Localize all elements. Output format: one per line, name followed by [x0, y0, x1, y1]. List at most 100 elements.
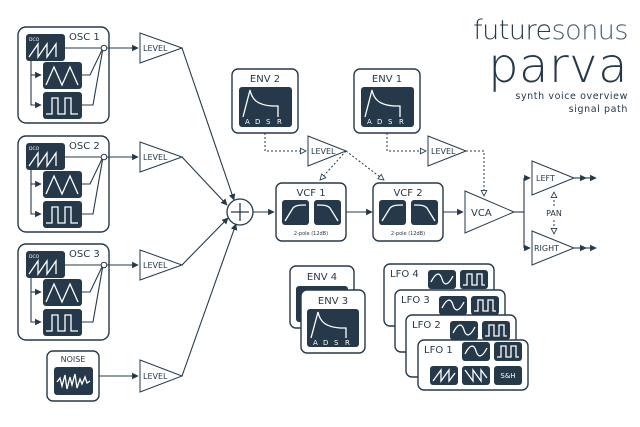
brand-future: future: [473, 15, 552, 46]
release-label: R: [399, 118, 404, 126]
square-wave-icon: [497, 345, 519, 358]
attack-label: A: [313, 339, 318, 347]
saw-wave-icon: [28, 258, 57, 277]
env-2-label: ENV 2: [250, 74, 280, 85]
triangle-wave-icon: [45, 174, 79, 196]
brand-block: futuresonus parva synth voice overview s…: [473, 16, 628, 116]
pulse-wave-icon: [46, 206, 78, 224]
level-label: LEVEL: [143, 372, 168, 381]
vcf-1-label: VCF 1: [296, 188, 325, 199]
pulse-wave-icon: [46, 97, 78, 115]
vcf-2-spec: 2-pole (12dB): [391, 231, 425, 237]
env-2-level-amp: LEVEL: [307, 135, 348, 167]
square-wave-icon: [485, 324, 507, 337]
decay-label: D: [323, 339, 328, 347]
sustain-label: S: [266, 118, 271, 126]
saw-wave-tile: [26, 34, 65, 61]
sustain-label: S: [334, 339, 339, 347]
pulse-wave-tile: [43, 92, 82, 119]
lowpass-tile: [314, 200, 341, 225]
osc-2-label: OSC 2: [69, 141, 100, 152]
pulse-wave-tile: [43, 309, 82, 336]
sample-hold-tile: [494, 366, 522, 385]
release-label: R: [345, 339, 350, 347]
subtitle-2: signal path: [568, 104, 628, 115]
subtitle-1: synth voice overview: [515, 91, 628, 102]
brand-sonus: sonus: [551, 15, 629, 46]
saw-wave-icon: [28, 41, 57, 60]
level-amp-noise: LEVEL: [139, 359, 184, 393]
triangle-wave-icon: [45, 65, 79, 87]
sine-wave-icon: [452, 324, 476, 336]
env-4-label: ENV 4: [307, 272, 337, 283]
attack-label: A: [245, 118, 250, 126]
adsr-curve-icon: [310, 311, 347, 339]
sustain-label: S: [388, 118, 393, 126]
sample-hold-label: S&H: [500, 372, 515, 380]
lowpass-icon: [316, 204, 339, 222]
attack-label: A: [367, 118, 372, 126]
left-output-amp: LEFT: [531, 160, 576, 196]
highpass-tile: [282, 200, 309, 225]
osc-1-mix-node: [100, 44, 108, 52]
release-label: R: [277, 118, 282, 126]
lowpass-icon: [413, 204, 436, 222]
pan-label: PAN: [546, 209, 562, 218]
osc-2-block: DCO OSC 2: [17, 135, 110, 233]
osc-1-block: DCO OSC 1: [17, 26, 110, 124]
decay-label: D: [255, 118, 260, 126]
noise-wave-icon: [56, 373, 91, 390]
adsr-curve-icon: [242, 89, 279, 118]
mixer-sum-node: [226, 198, 254, 226]
env-2-block: ENV 2 A D S R: [231, 68, 299, 134]
lowpass-tile: [411, 200, 438, 225]
level-label: LEVEL: [143, 261, 168, 270]
osc-3-block: DCO OSC 3: [17, 243, 110, 341]
square-wave-icon: [474, 299, 496, 312]
highpass-icon: [381, 204, 404, 222]
vca-label: VCA: [471, 208, 492, 219]
saw-wave-icon: [28, 150, 57, 169]
noise-label: NOISE: [61, 355, 86, 364]
vca-amp: VCA: [464, 190, 516, 234]
highpass-icon: [284, 204, 307, 222]
saw-wave-tile: [26, 143, 65, 170]
highpass-tile: [379, 200, 406, 225]
pulse-wave-icon: [46, 314, 78, 332]
saw-wave-tile: [26, 251, 65, 278]
vcf-2-label: VCF 2: [393, 188, 422, 199]
level-label: LEVEL: [143, 153, 168, 162]
right-label: RIGHT: [534, 244, 559, 253]
osc-2-mix-node: [100, 153, 108, 161]
level-amp-osc-1: LEVEL: [139, 32, 184, 64]
sine-wave-icon: [464, 345, 488, 357]
env-1-level-amp: LEVEL: [427, 135, 468, 167]
saw-up-wave-icon: [432, 368, 456, 383]
osc-1-label: OSC 1: [69, 32, 100, 43]
adsr-curve-icon: [364, 89, 401, 118]
vcf-1-spec: 2-pole (12dB): [294, 231, 328, 237]
right-output-amp: RIGHT: [531, 230, 576, 266]
dco-badge: DCO: [29, 37, 40, 43]
dco-badge: DCO: [29, 254, 40, 260]
brand-product: parva: [488, 38, 628, 94]
osc-3-label: OSC 3: [69, 249, 100, 260]
env-3-block: ENV 3 A D S R: [300, 289, 366, 354]
level-amp-osc-3: LEVEL: [139, 249, 184, 281]
level-label: LEVEL: [311, 147, 336, 156]
env-1-label: ENV 1: [372, 74, 402, 85]
noise-block: NOISE: [46, 350, 100, 402]
vcf-2-block: VCF 2 2-pole (12dB): [372, 182, 444, 242]
osc-3-mix-node: [100, 261, 108, 269]
square-wave-icon: [463, 273, 485, 286]
sine-wave-icon: [441, 299, 465, 311]
vcf-1-block: VCF 1 2-pole (12dB): [275, 182, 347, 242]
left-label: LEFT: [536, 174, 555, 183]
level-amp-osc-2: LEVEL: [139, 141, 184, 173]
lfo-1-card: LFO 1 S&H: [417, 339, 529, 391]
triangle-wave-icon: [45, 282, 79, 304]
level-label: LEVEL: [143, 44, 168, 53]
sine-wave-icon: [430, 273, 454, 285]
brand-company: futuresonus: [473, 16, 628, 46]
